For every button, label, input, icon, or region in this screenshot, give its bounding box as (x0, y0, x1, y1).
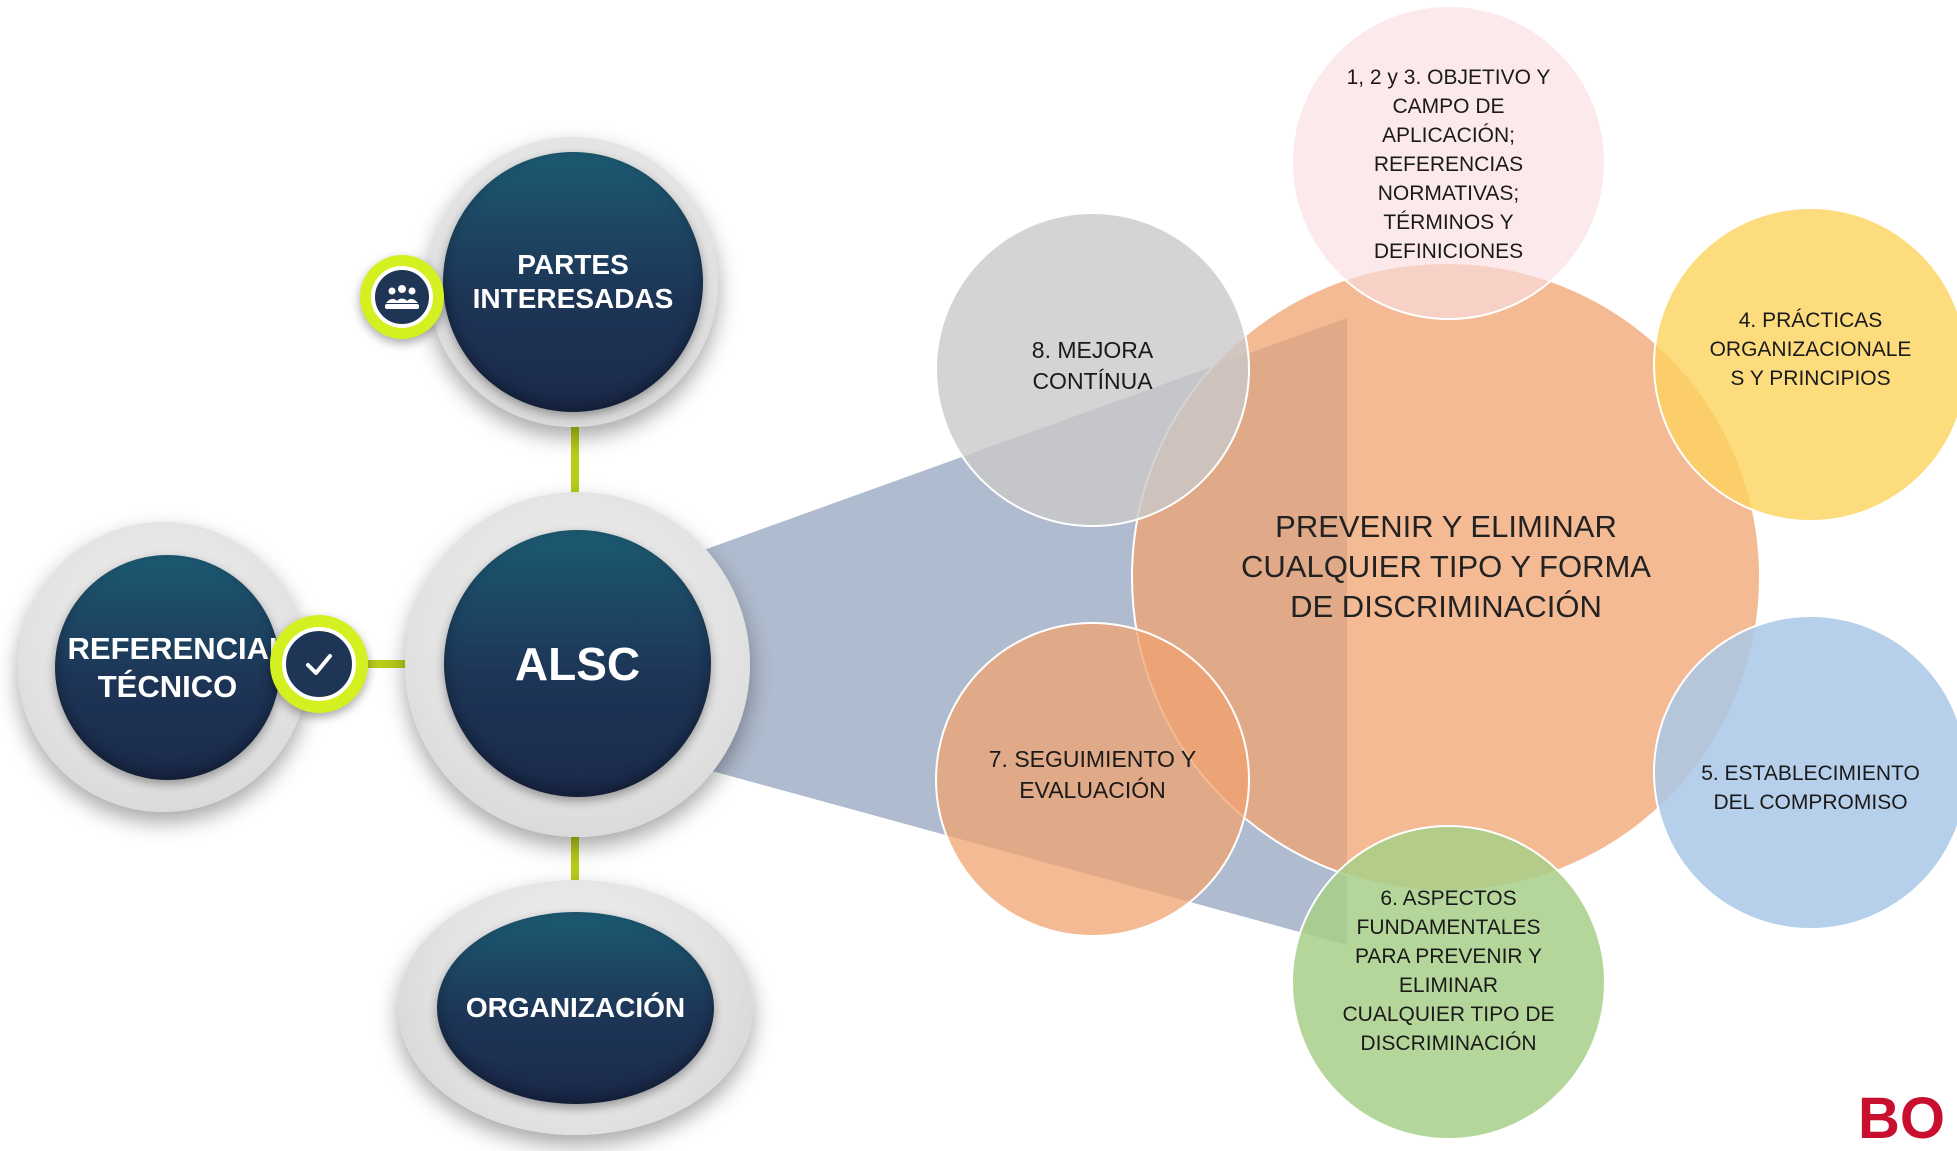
badge-inner (371, 266, 433, 328)
node-organizacion[interactable]: ORGANIZACIÓN (437, 912, 714, 1104)
referencial-badge (270, 615, 368, 713)
connector-top (571, 410, 579, 525)
cycle-item-8-label: 8. MEJORA CONTÍNUA (1031, 336, 1154, 394)
cycle-item-6: 6. ASPECTOS FUNDAMENTALES PARA PREVENIR … (1291, 825, 1606, 1140)
cycle-item-5: 5. ESTABLECIMIENTO DEL COMPROMISO (1653, 615, 1957, 930)
cycle-item-6-label: 6. ASPECTOS FUNDAMENTALES PARA PREVENIR … (1342, 887, 1555, 1055)
brand-logo-text: BO (1858, 1086, 1945, 1151)
node-alsc-label: ALSC (514, 637, 641, 690)
cycle-item-1-label: 1, 2 y 3. OBJETIVO Y CAMPO DE APLICACIÓN… (1346, 66, 1551, 263)
connector-bottom (571, 820, 579, 930)
partes-interesadas-badge (360, 255, 444, 339)
node-partes-interesadas-label: PARTES INTERESADAS (472, 249, 674, 314)
node-alsc[interactable]: ALSC (444, 530, 711, 797)
cycle-item-8: 8. MEJORA CONTÍNUA (935, 212, 1250, 527)
node-referencial-tecnico[interactable]: REFERENCIAL TÉCNICO (55, 555, 288, 780)
people-group-icon (385, 285, 419, 309)
cycle-item-1: 1, 2 y 3. OBJETIVO Y CAMPO DE APLICACIÓN… (1291, 5, 1606, 320)
checkmark-icon (306, 654, 332, 675)
node-organizacion-label: ORGANIZACIÓN (465, 992, 686, 1023)
brand-logo: BO (1858, 1090, 1945, 1148)
node-partes-interesadas[interactable]: PARTES INTERESADAS (443, 152, 703, 412)
cycle-item-5-label: 5. ESTABLECIMIENTO DEL COMPROMISO (1701, 761, 1920, 814)
cycle-item-7: 7. SEGUIMIENTO Y EVALUACIÓN (935, 622, 1250, 937)
cycle-item-7-label: 7. SEGUIMIENTO Y EVALUACIÓN (988, 745, 1197, 803)
node-referencial-tecnico-label: REFERENCIAL TÉCNICO (67, 630, 288, 704)
cycle-center-label: PREVENIR Y ELIMINAR CUALQUIER TIPO Y FOR… (1241, 509, 1651, 624)
badge-inner (282, 627, 356, 701)
cycle-item-4: 4. PRÁCTICAS ORGANIZACIONALE S Y PRINCIP… (1653, 207, 1957, 522)
cycle-item-4-label: 4. PRÁCTICAS ORGANIZACIONALE S Y PRINCIP… (1709, 309, 1912, 390)
